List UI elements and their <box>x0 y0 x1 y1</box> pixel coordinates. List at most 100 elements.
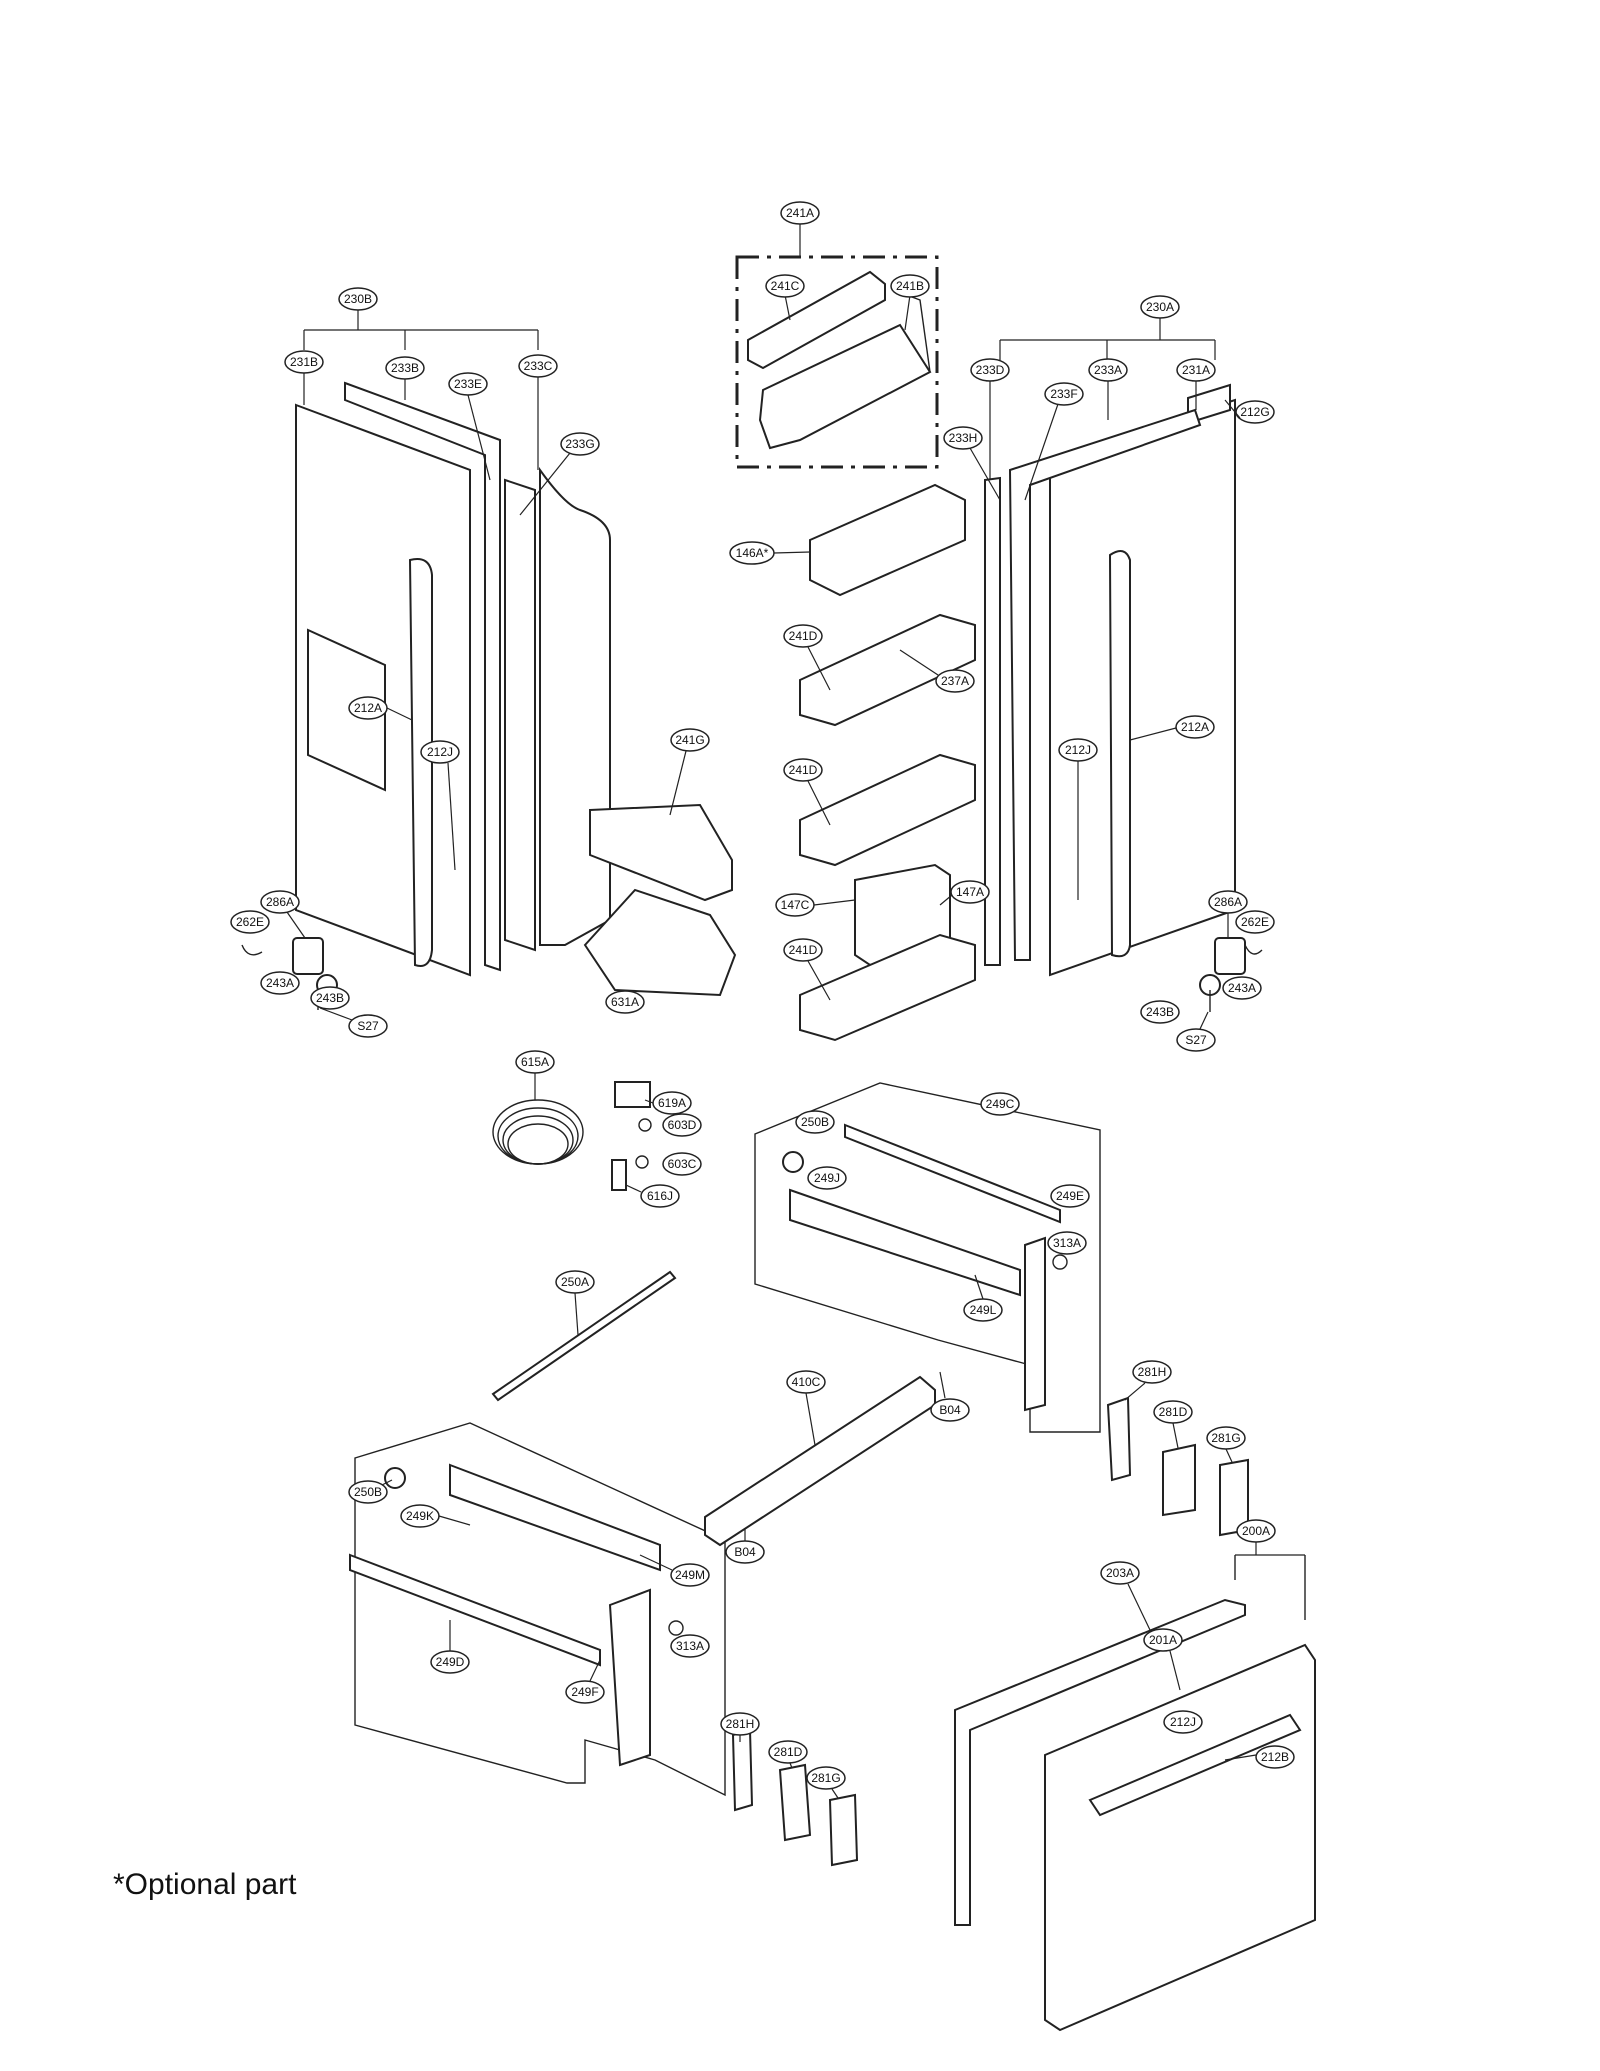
callout-212b: 212B <box>1261 1750 1289 1764</box>
rail-249d <box>349 1553 601 1667</box>
callout-233a: 233A <box>1094 363 1122 377</box>
callout-281h-right: 281H <box>1138 1365 1167 1379</box>
rail-249j <box>789 1188 1021 1297</box>
callout-241a: 241A <box>786 206 814 220</box>
rail-249m <box>449 1463 661 1572</box>
callout-250b-right: 250B <box>801 1115 829 1129</box>
right-door-dike-233d <box>984 476 1001 966</box>
callout-241c: 241C <box>771 279 800 293</box>
callout-212a-left: 212A <box>354 701 382 715</box>
callout-233g: 233G <box>565 437 594 451</box>
callout-241g: 241G <box>675 733 704 747</box>
callout-200a: 200A <box>1242 1524 1270 1538</box>
optional-group-dashed-box <box>735 255 939 469</box>
callout-603d: 603D <box>668 1118 697 1132</box>
callout-s27-left: S27 <box>357 1019 379 1033</box>
callout-250a: 250A <box>561 1275 589 1289</box>
callout-243b-left: 243B <box>316 991 344 1005</box>
door-bin-241d-1 <box>799 613 976 727</box>
rail-249l-bracket <box>1024 1236 1046 1412</box>
callout-249m: 249M <box>675 1568 705 1582</box>
callout-233f: 233F <box>1050 387 1077 401</box>
pinion-250b <box>782 1151 804 1173</box>
callout-249d: 249D <box>436 1655 465 1669</box>
callout-286a-right: 286A <box>1214 895 1242 909</box>
callout-212j-left: 212J <box>427 745 453 759</box>
cover-281d-left <box>778 1763 812 1842</box>
callout-146a: 146A* <box>736 546 769 560</box>
callout-249l: 249L <box>970 1303 997 1317</box>
callout-241b: 241B <box>896 279 924 293</box>
water-tube-615a <box>492 1099 584 1165</box>
hinge-281h-right <box>1106 1396 1132 1482</box>
callout-615a: 615A <box>521 1055 549 1069</box>
callout-241d-3: 241D <box>789 943 818 957</box>
left-door-handle <box>408 558 433 967</box>
pinion-250b-left <box>384 1467 406 1489</box>
callout-262e-left: 262E <box>236 915 264 929</box>
callout-262e-right: 262E <box>1241 915 1269 929</box>
callout-230b: 230B <box>344 292 372 306</box>
freezer-drawer-handle <box>1088 1713 1302 1817</box>
right-door-handle <box>1108 550 1131 958</box>
callout-243a-left: 243A <box>266 976 294 990</box>
callout-281h-left: 281H <box>726 1717 755 1731</box>
callout-603c: 603C <box>668 1157 697 1171</box>
callout-243b-right: 243B <box>1146 1005 1174 1019</box>
callout-281d-right: 281D <box>1159 1405 1188 1419</box>
bottle-bin-631a <box>583 888 737 997</box>
rail-250a <box>491 1270 677 1402</box>
basket-tray-241b <box>758 323 932 450</box>
callout-233e: 233E <box>454 377 482 391</box>
right-door-assembly <box>984 339 1236 977</box>
callout-249e: 249E <box>1056 1189 1084 1203</box>
left-door-liner-233e <box>504 478 536 952</box>
callout-203a: 203A <box>1106 1566 1134 1580</box>
optional-part-footnote: *Optional part <box>113 1868 297 1901</box>
dispenser-window <box>307 628 386 792</box>
callout-281g-right: 281G <box>1211 1431 1240 1445</box>
hinge-281h-left <box>731 1728 754 1812</box>
callout-281g-left: 281G <box>811 1771 840 1785</box>
basket-assembly-241a <box>735 255 939 469</box>
door-bins <box>583 483 976 1042</box>
left-door-dike-233c <box>539 466 611 946</box>
callout-249k: 249K <box>406 1509 434 1523</box>
basket-cover-241c <box>747 270 886 370</box>
callout-281d-left: 281D <box>774 1745 803 1759</box>
callout-b04-right: B04 <box>939 1403 961 1417</box>
callout-619a: 619A <box>658 1096 686 1110</box>
callout-313a-right: 313A <box>1053 1236 1081 1250</box>
callout-212j-right: 212J <box>1065 743 1091 757</box>
callout-201a: 201A <box>1149 1633 1177 1647</box>
callout-249c: 249C <box>986 1097 1015 1111</box>
fitting-616j <box>611 1159 627 1191</box>
left-door-assembly <box>295 329 611 977</box>
door-bin-241d-3 <box>799 933 976 1042</box>
cover-281d-right <box>1162 1443 1196 1517</box>
callout-250b-left: 250B <box>354 1485 382 1499</box>
callout-231b: 231B <box>290 355 318 369</box>
rail-410c <box>704 1375 936 1547</box>
callout-212a-right: 212A <box>1181 720 1209 734</box>
callout-233h: 233H <box>949 431 978 445</box>
callout-616j: 616J <box>647 1189 673 1203</box>
rail-249e <box>844 1123 1061 1224</box>
callout-233b: 233B <box>391 361 419 375</box>
callout-249j: 249J <box>814 1171 840 1185</box>
callout-212j-drawer: 212J <box>1170 1715 1196 1729</box>
drawer-gasket-203a <box>954 1598 1246 1926</box>
rail-249f-bracket <box>608 1588 651 1767</box>
callout-631a: 631A <box>611 995 639 1009</box>
left-rail-group-box <box>354 1422 726 1797</box>
e-ring-left <box>241 944 263 956</box>
callout-s27-right: S27 <box>1185 1033 1207 1047</box>
door-bin-241g <box>589 803 733 902</box>
part-callouts: 241A 241C 241B 230B 231B 233B 233E 233C … <box>230 201 1305 1799</box>
left-door-gasket-233b <box>344 381 501 972</box>
door-bin-241d-2 <box>799 753 976 867</box>
ice-tray-146a <box>809 483 966 597</box>
callout-b04-left: B04 <box>734 1545 756 1559</box>
callout-241d-2: 241D <box>789 763 818 777</box>
callout-237a: 237A <box>941 674 969 688</box>
